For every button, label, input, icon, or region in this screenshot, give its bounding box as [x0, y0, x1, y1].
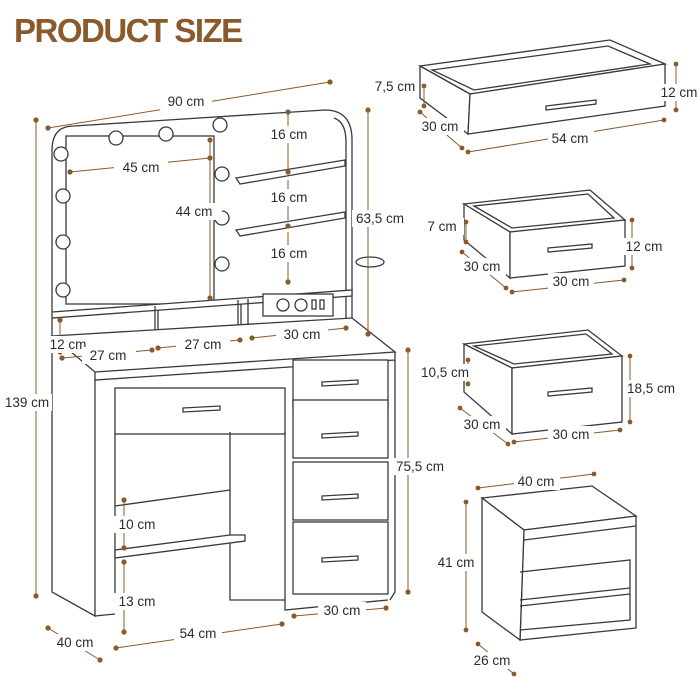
drawer-handle — [547, 387, 593, 397]
deep-drawer: 10,5 cm 18,5 cm 30 cm 30 cm — [420, 329, 680, 447]
total-width-label: 90 cm — [168, 94, 205, 109]
small-drawer: 7 cm 12 cm 30 cm 30 cm — [424, 189, 668, 295]
depth-label: 40 cm — [57, 635, 94, 650]
stool-shelf — [519, 587, 631, 607]
desk-right-side — [389, 360, 396, 601]
cubby-middle-width-label: 27 cm — [185, 337, 222, 352]
drawer-front — [467, 63, 666, 135]
drawer-handle — [545, 99, 597, 111]
drawer-column-width-label: 30 cm — [324, 603, 361, 618]
shelf-middle — [234, 211, 346, 237]
drawer-inner — [429, 45, 653, 91]
large-drawer-width-label: 54 cm — [552, 131, 589, 146]
footrest-clearance-label: 13 cm — [119, 594, 156, 609]
shelf-gap-middle-label: 16 cm — [271, 190, 308, 205]
bulb-icon — [55, 282, 71, 298]
stool: 40 cm 41 cm 26 cm — [434, 471, 638, 677]
deep-drawer-depth-label: 30 cm — [464, 417, 501, 432]
large-drawer-depth-label: 30 cm — [422, 119, 459, 134]
bulb-icon — [53, 146, 69, 162]
stool-depth-label: 26 cm — [474, 653, 511, 668]
page-title: PRODUCT SIZE — [14, 12, 243, 49]
mirror-height-label: 44 cm — [176, 204, 213, 219]
large-drawer-height-label: 12 cm — [661, 85, 698, 100]
stool-side — [481, 496, 525, 642]
stool-opening — [519, 559, 631, 631]
hutch-edge — [333, 117, 347, 334]
drawer-3 — [292, 461, 389, 521]
drawer-handle — [321, 493, 359, 501]
small-drawer-inner-height-label: 7 cm — [427, 219, 456, 234]
deep-drawer-inner-height-label: 10,5 cm — [421, 365, 469, 380]
drawer-inner — [471, 333, 614, 365]
center-drawer-handle — [182, 405, 221, 413]
bulb-icon — [214, 256, 230, 272]
usb-port-icon — [311, 299, 317, 310]
footrest-height-label: 10 cm — [119, 517, 156, 532]
small-drawer-width-label: 30 cm — [553, 274, 590, 289]
deep-drawer-width-label: 30 cm — [553, 427, 590, 442]
drawer-handle — [321, 555, 359, 563]
drawer-front — [511, 355, 623, 435]
drawer-handle — [547, 243, 593, 253]
drawer-handle — [321, 431, 359, 439]
cubby-height-label: 12 cm — [50, 337, 87, 352]
hutch-panel — [51, 109, 353, 334]
shelf-gap-bottom-label: 16 cm — [271, 246, 308, 261]
stool-seat-edge — [523, 525, 637, 541]
footrest — [114, 534, 246, 559]
hutch-height-label: 63,5 cm — [356, 211, 404, 226]
desk-height-label: 75,5 cm — [396, 459, 444, 474]
mirror-width-label: 45 cm — [123, 160, 160, 175]
bulb-icon — [55, 234, 71, 250]
shelf-gap-top-label: 16 cm — [271, 127, 308, 142]
bulb-icon — [158, 126, 174, 142]
drawer-inner — [471, 193, 616, 229]
bulb-icon — [108, 130, 124, 146]
drawer-2 — [292, 399, 389, 459]
cup-holder — [355, 256, 385, 268]
knee-width-label: 54 cm — [180, 626, 217, 641]
large-drawer-inner-height-label: 7,5 cm — [375, 79, 416, 94]
vanity-labels: 90 cm 45 cm 44 cm 16 cm 16 cm 16 cm 63,5… — [2, 93, 446, 651]
footrest-back — [114, 489, 231, 507]
socket-icon — [294, 298, 308, 312]
drawer-handle — [321, 379, 359, 387]
socket-icon — [276, 298, 290, 312]
deep-drawer-height-label: 18,5 cm — [627, 381, 675, 396]
desk-left-side — [51, 336, 96, 618]
socket-width-label: 30 cm — [284, 327, 321, 342]
bulb-icon — [214, 166, 230, 182]
small-drawer-height-label: 12 cm — [626, 239, 663, 254]
total-height-label: 139 cm — [5, 395, 49, 410]
cubby-left-width-label: 27 cm — [90, 348, 127, 363]
small-drawer-depth-label: 30 cm — [464, 259, 501, 274]
large-drawer: 7,5 cm 12 cm 30 cm 54 cm — [371, 39, 700, 155]
stool-height-label: 41 cm — [438, 555, 475, 570]
bulb-icon — [212, 117, 228, 133]
bulb-icon — [55, 188, 71, 204]
stool-width-label: 40 cm — [518, 474, 555, 489]
usb-port-icon — [319, 299, 325, 310]
desk-top-front — [94, 352, 396, 381]
power-socket-panel — [262, 293, 334, 317]
